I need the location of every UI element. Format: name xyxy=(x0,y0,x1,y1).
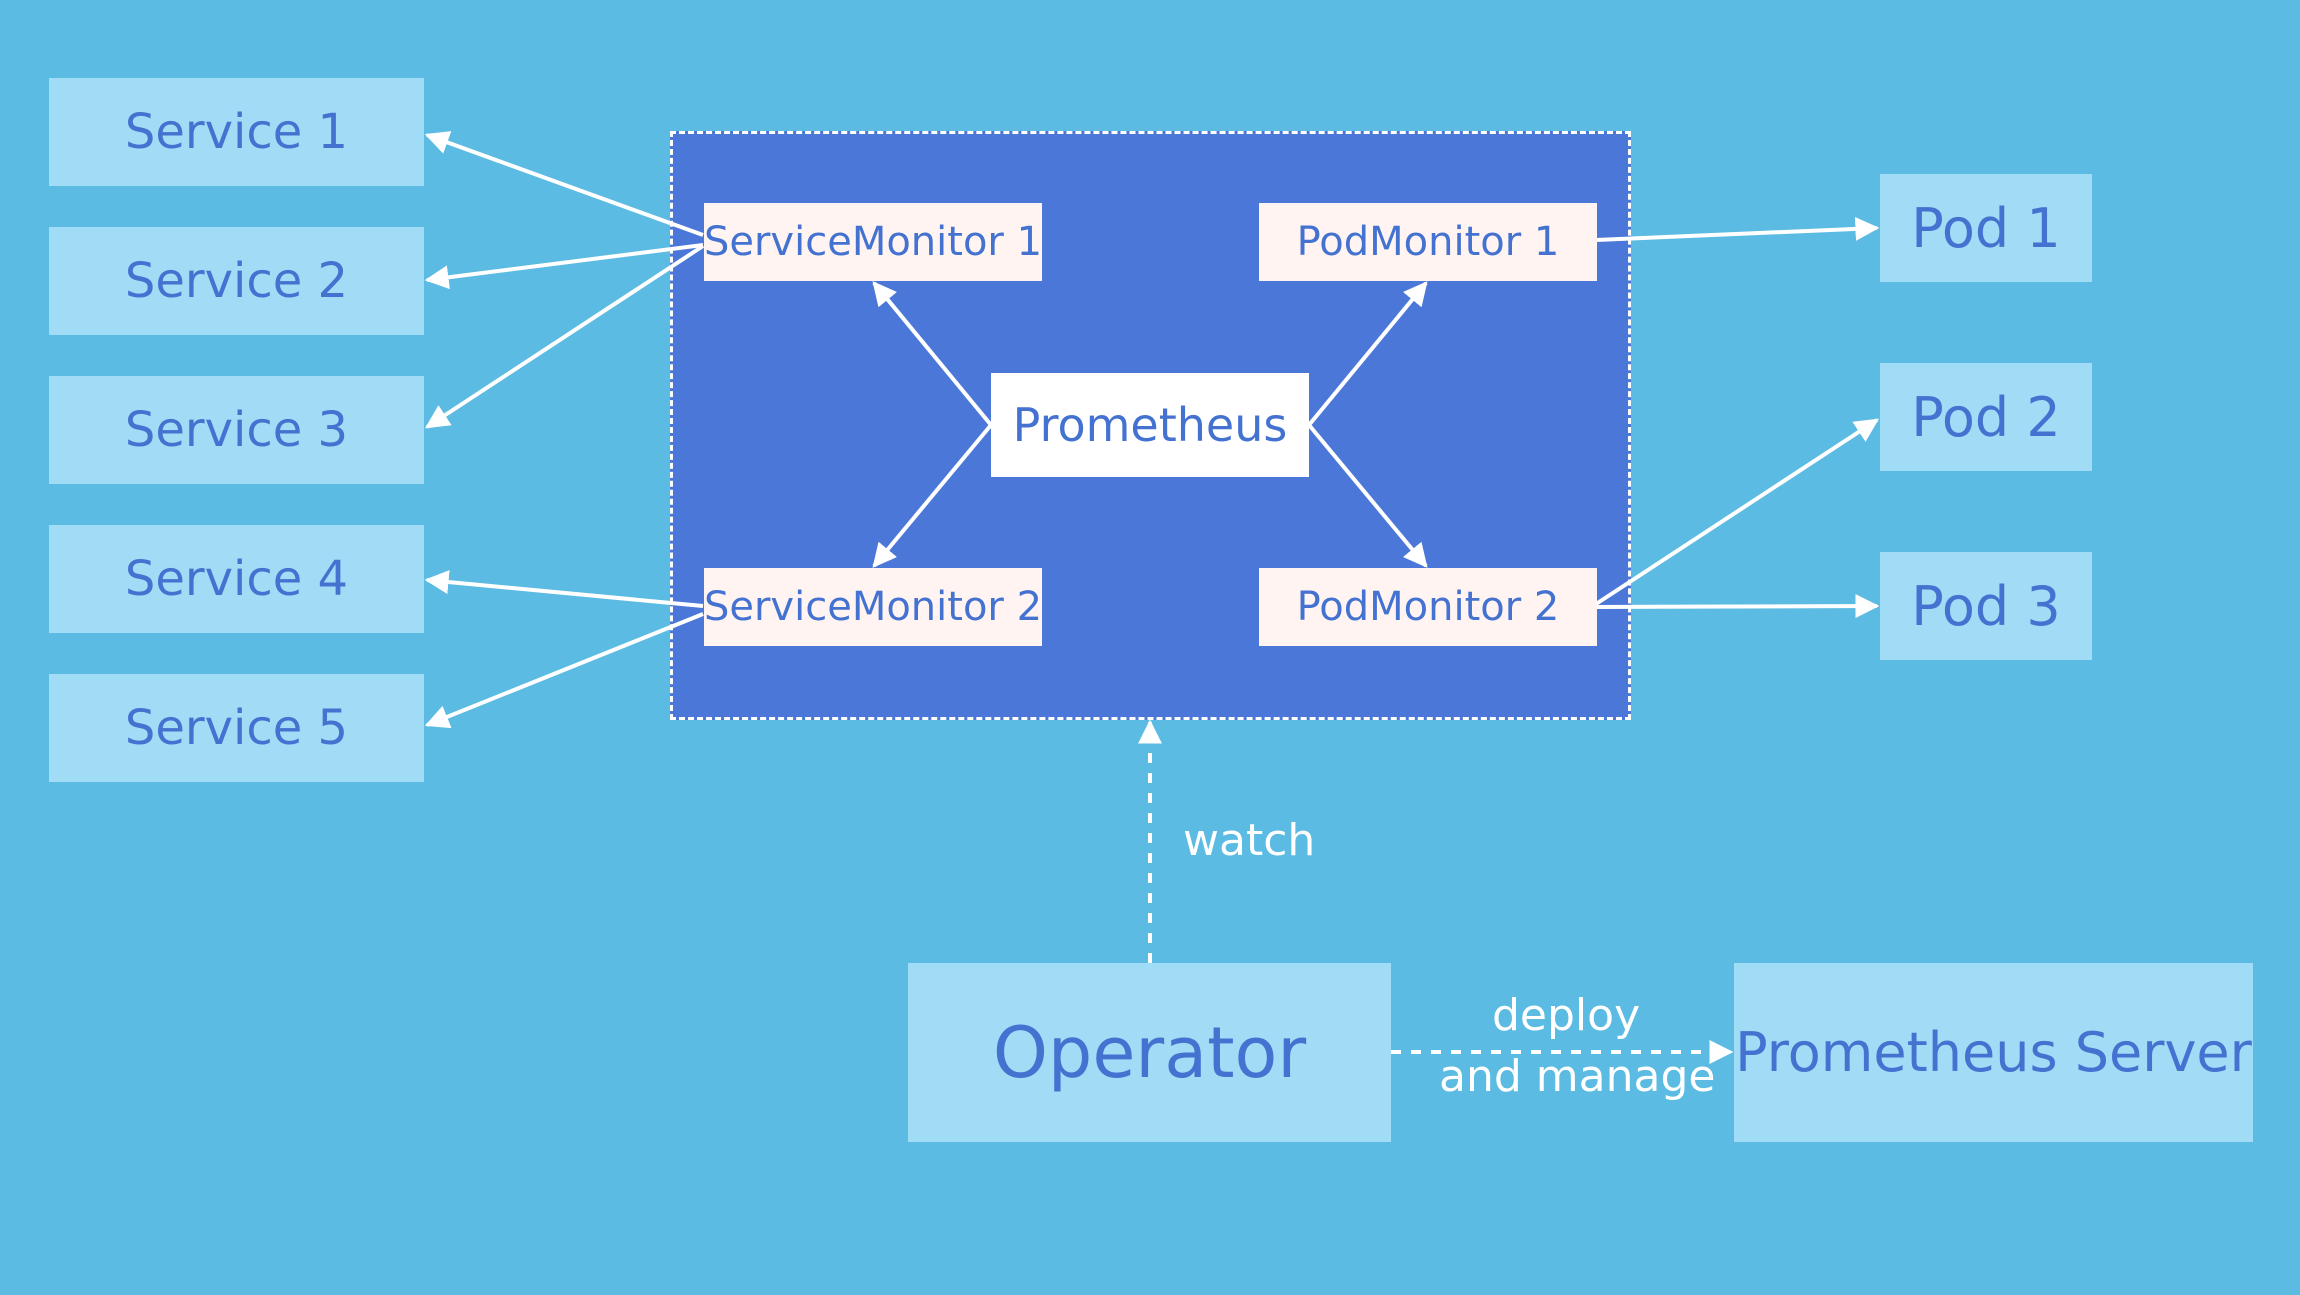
pod-3-node: Pod 3 xyxy=(1880,552,2092,660)
edge-pm2-pod2 xyxy=(1594,418,1880,606)
edge-pm2-pod3 xyxy=(1595,594,1880,619)
service-2-node: Service 2 xyxy=(49,227,424,335)
service-1-node: Service 1 xyxy=(49,78,424,186)
pod-2-node: Pod 2 xyxy=(1880,363,2092,471)
operator-node: Operator xyxy=(908,963,1391,1142)
service-4-node: Service 4 xyxy=(49,525,424,633)
prometheus-server-node: Prometheus Server xyxy=(1734,963,2253,1142)
edge-sm1-service2 xyxy=(424,243,704,290)
prometheus-node: Prometheus xyxy=(991,373,1309,477)
edge-sm1-service1 xyxy=(424,131,704,237)
edge-sm1-service3 xyxy=(424,244,705,429)
service-5-node: Service 5 xyxy=(49,674,424,782)
edge-prom-pm1 xyxy=(1307,281,1428,427)
pod-monitor-1-node: PodMonitor 1 xyxy=(1259,203,1597,281)
edge-pm1-pod1 xyxy=(1595,216,1880,242)
and-manage-label: and manage xyxy=(1439,1051,1716,1102)
service-monitor-1-node: ServiceMonitor 1 xyxy=(704,203,1042,281)
service-monitor-2-node: ServiceMonitor 2 xyxy=(704,568,1042,646)
pod-1-node: Pod 1 xyxy=(1880,174,2092,282)
edge-prom-sm1 xyxy=(872,281,993,427)
edge-sm2-service5 xyxy=(424,612,704,729)
edge-prom-pm2 xyxy=(1307,423,1428,568)
deploy-label: deploy xyxy=(1492,990,1641,1041)
edge-prom-sm2 xyxy=(872,423,993,568)
watch-label: watch xyxy=(1183,815,1316,866)
service-3-node: Service 3 xyxy=(49,376,424,484)
pod-monitor-2-node: PodMonitor 2 xyxy=(1259,568,1597,646)
edge-sm2-service4 xyxy=(424,570,704,608)
